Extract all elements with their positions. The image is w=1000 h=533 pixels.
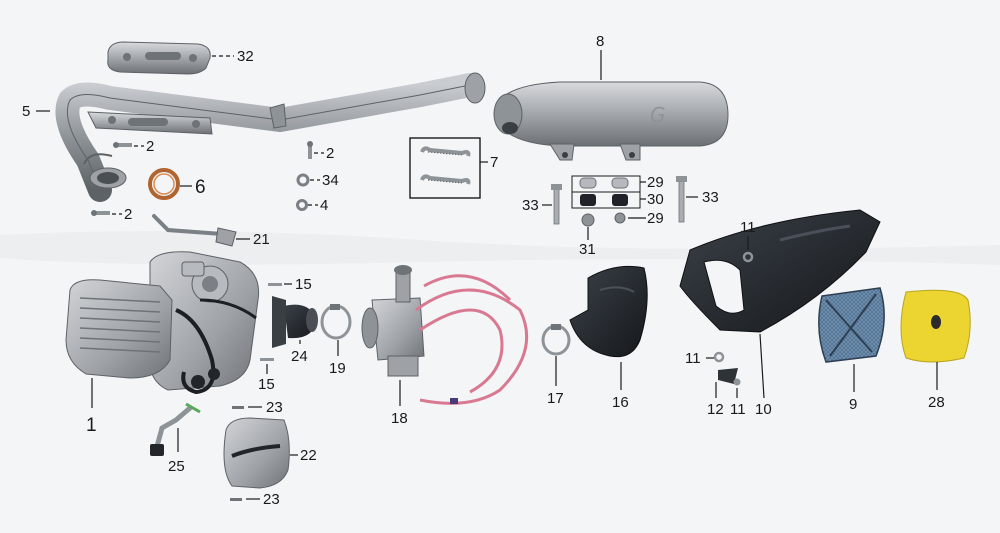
callout-28: 28 [928,394,945,411]
part-airbox-fasteners [713,251,754,386]
part-carburetor [361,265,529,405]
callout-12: 12 [707,401,724,418]
callout-31: 31 [579,241,596,258]
callout-15b: 15 [258,376,275,393]
part-engine [65,251,260,395]
part-intake-boot [569,265,648,358]
callout-29a: 29 [647,174,664,191]
callout-25: 25 [168,458,185,475]
part-air-filter-cage [818,287,885,363]
part-muffler-mount-hardware [551,175,687,227]
callout-22: 22 [300,447,317,464]
callout-19: 19 [329,360,346,377]
callout-8: 8 [596,33,604,50]
callout-23a: 23 [266,399,283,416]
callout-11c: 11 [730,401,746,418]
callout-16: 16 [612,394,629,411]
callout-1: 1 [86,415,97,436]
callout-4: 4 [320,197,328,214]
callout-34: 34 [322,172,339,189]
part-exhaust-springs [409,137,481,199]
part-intake-manifold [272,296,318,348]
callout-33b: 33 [702,189,719,206]
part-exhaust-gasket [148,168,180,200]
part-studs [260,283,282,361]
callout-5: 5 [22,103,30,120]
part-header-pipe [55,72,486,202]
part-shift-lever [150,402,201,456]
callout-6: 6 [195,177,206,198]
part-airbox [679,209,881,333]
callout-21: 21 [253,231,270,248]
part-foam-filter [900,289,971,363]
part-airbox-clamp [541,324,571,356]
callout-17: 17 [547,390,564,407]
callout-24: 24 [291,348,308,365]
callout-9: 9 [849,396,857,413]
callout-2c: 2 [124,206,132,223]
part-bracket-rod [152,214,237,247]
part-sprocket-cover [223,417,290,489]
callout-10: 10 [755,401,772,418]
part-heat-shield [107,41,211,75]
callout-11a: 11 [740,219,756,236]
part-cover-screws [230,406,244,501]
callout-32: 32 [237,48,254,65]
part-washers [296,173,310,211]
svg-text:G: G [650,103,666,127]
callout-18: 18 [391,410,408,427]
callout-11b: 11 [685,350,701,367]
part-small-bolts [91,141,313,216]
callout-29b: 29 [647,210,664,227]
callout-15a: 15 [295,276,312,293]
callout-2a: 2 [146,138,154,155]
callout-23b: 23 [263,491,280,508]
callout-33a: 33 [522,197,539,214]
callout-2b: 2 [326,145,334,162]
part-muffler: G [493,81,729,161]
callout-30: 30 [647,191,664,208]
part-hose-clamp [320,304,352,340]
callout-7: 7 [490,154,498,171]
callout-labels: 32 8 5 2 2 2 6 7 34 4 29 30 29 33 33 31 [22,33,945,508]
